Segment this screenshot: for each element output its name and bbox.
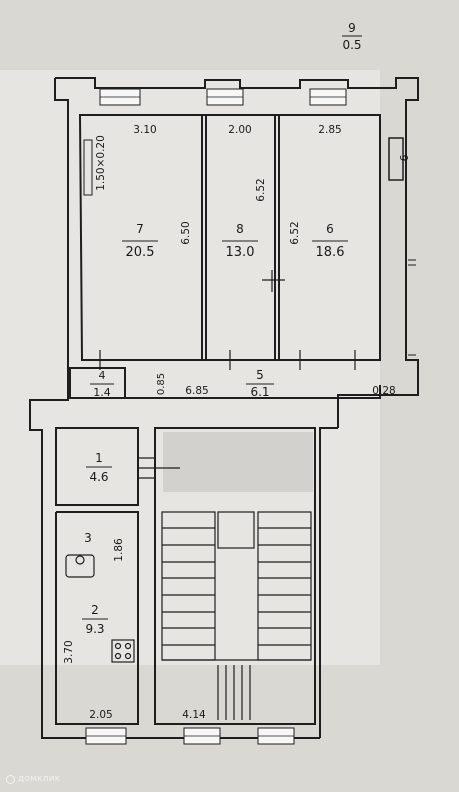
room-1-number: 1 <box>95 451 103 465</box>
outer-wall-left-lower <box>29 362 320 739</box>
door-marks <box>99 270 356 479</box>
plumbing-fixtures <box>65 554 135 663</box>
wardrobe-9 <box>388 137 404 181</box>
watermark: домклик <box>6 774 60 784</box>
room-6-number: 6 <box>326 222 334 236</box>
room-2-area: 9.3 <box>85 622 104 636</box>
radiator-marks <box>408 259 416 361</box>
paper-highlight <box>0 70 380 665</box>
room-6-area: 18.6 <box>316 245 345 260</box>
dim-room8-width: 2.00 <box>228 124 251 136</box>
dim-room8-height: 6.52 <box>255 178 267 201</box>
stairwell-outline <box>154 427 316 725</box>
dim-room6-height: 6.52 <box>289 221 301 244</box>
balcony-number: 9 <box>348 21 356 35</box>
dim-corridor-depth: 0.85 <box>156 373 167 395</box>
room-5-area: 6.1 <box>250 385 269 399</box>
outer-wall-left-upper <box>54 78 69 362</box>
partition-7-8 <box>201 115 207 360</box>
elevator-shaft <box>163 432 313 492</box>
room-8-number: 8 <box>236 222 244 236</box>
room-4-area: 1.4 <box>93 386 111 399</box>
niche <box>83 139 93 196</box>
closet-4-outline <box>69 367 126 399</box>
staircase <box>161 511 312 720</box>
watermark-text: домклик <box>18 774 61 784</box>
room-1-area: 4.6 <box>89 470 108 484</box>
dim-stair-width: 4.14 <box>182 709 206 721</box>
room-3-number: 3 <box>84 531 92 545</box>
dim-room2-width: 2.05 <box>89 709 112 721</box>
room-2-number: 2 <box>91 603 99 617</box>
partition-8-6 <box>274 115 280 360</box>
balcony-area: 0.5 <box>342 38 361 52</box>
room-1-outline <box>55 427 139 506</box>
room-7-number: 7 <box>136 222 144 236</box>
wardrobe-label: 9 <box>397 155 409 162</box>
dim-room7-height: 6.50 <box>180 221 192 244</box>
dim-corridor-length: 6.85 <box>185 385 208 397</box>
room-4-number: 4 <box>99 369 106 382</box>
watermark-icon <box>6 774 15 784</box>
dim-corridor-end: 0.28 <box>372 385 395 397</box>
dim-niche: 1.50×0.20 <box>95 135 107 191</box>
dim-room6-width: 2.85 <box>318 124 341 136</box>
outer-wall-right-lower <box>319 427 338 738</box>
dim-room2-height: 3.70 <box>63 640 75 663</box>
room-7-area: 20.5 <box>126 245 155 260</box>
room-2-outline <box>55 512 139 725</box>
room-5-number: 5 <box>256 368 264 382</box>
room-8-area: 13.0 <box>226 245 255 260</box>
dim-room3-height: 1.86 <box>113 538 125 562</box>
dim-room7-width: 3.10 <box>133 124 156 136</box>
